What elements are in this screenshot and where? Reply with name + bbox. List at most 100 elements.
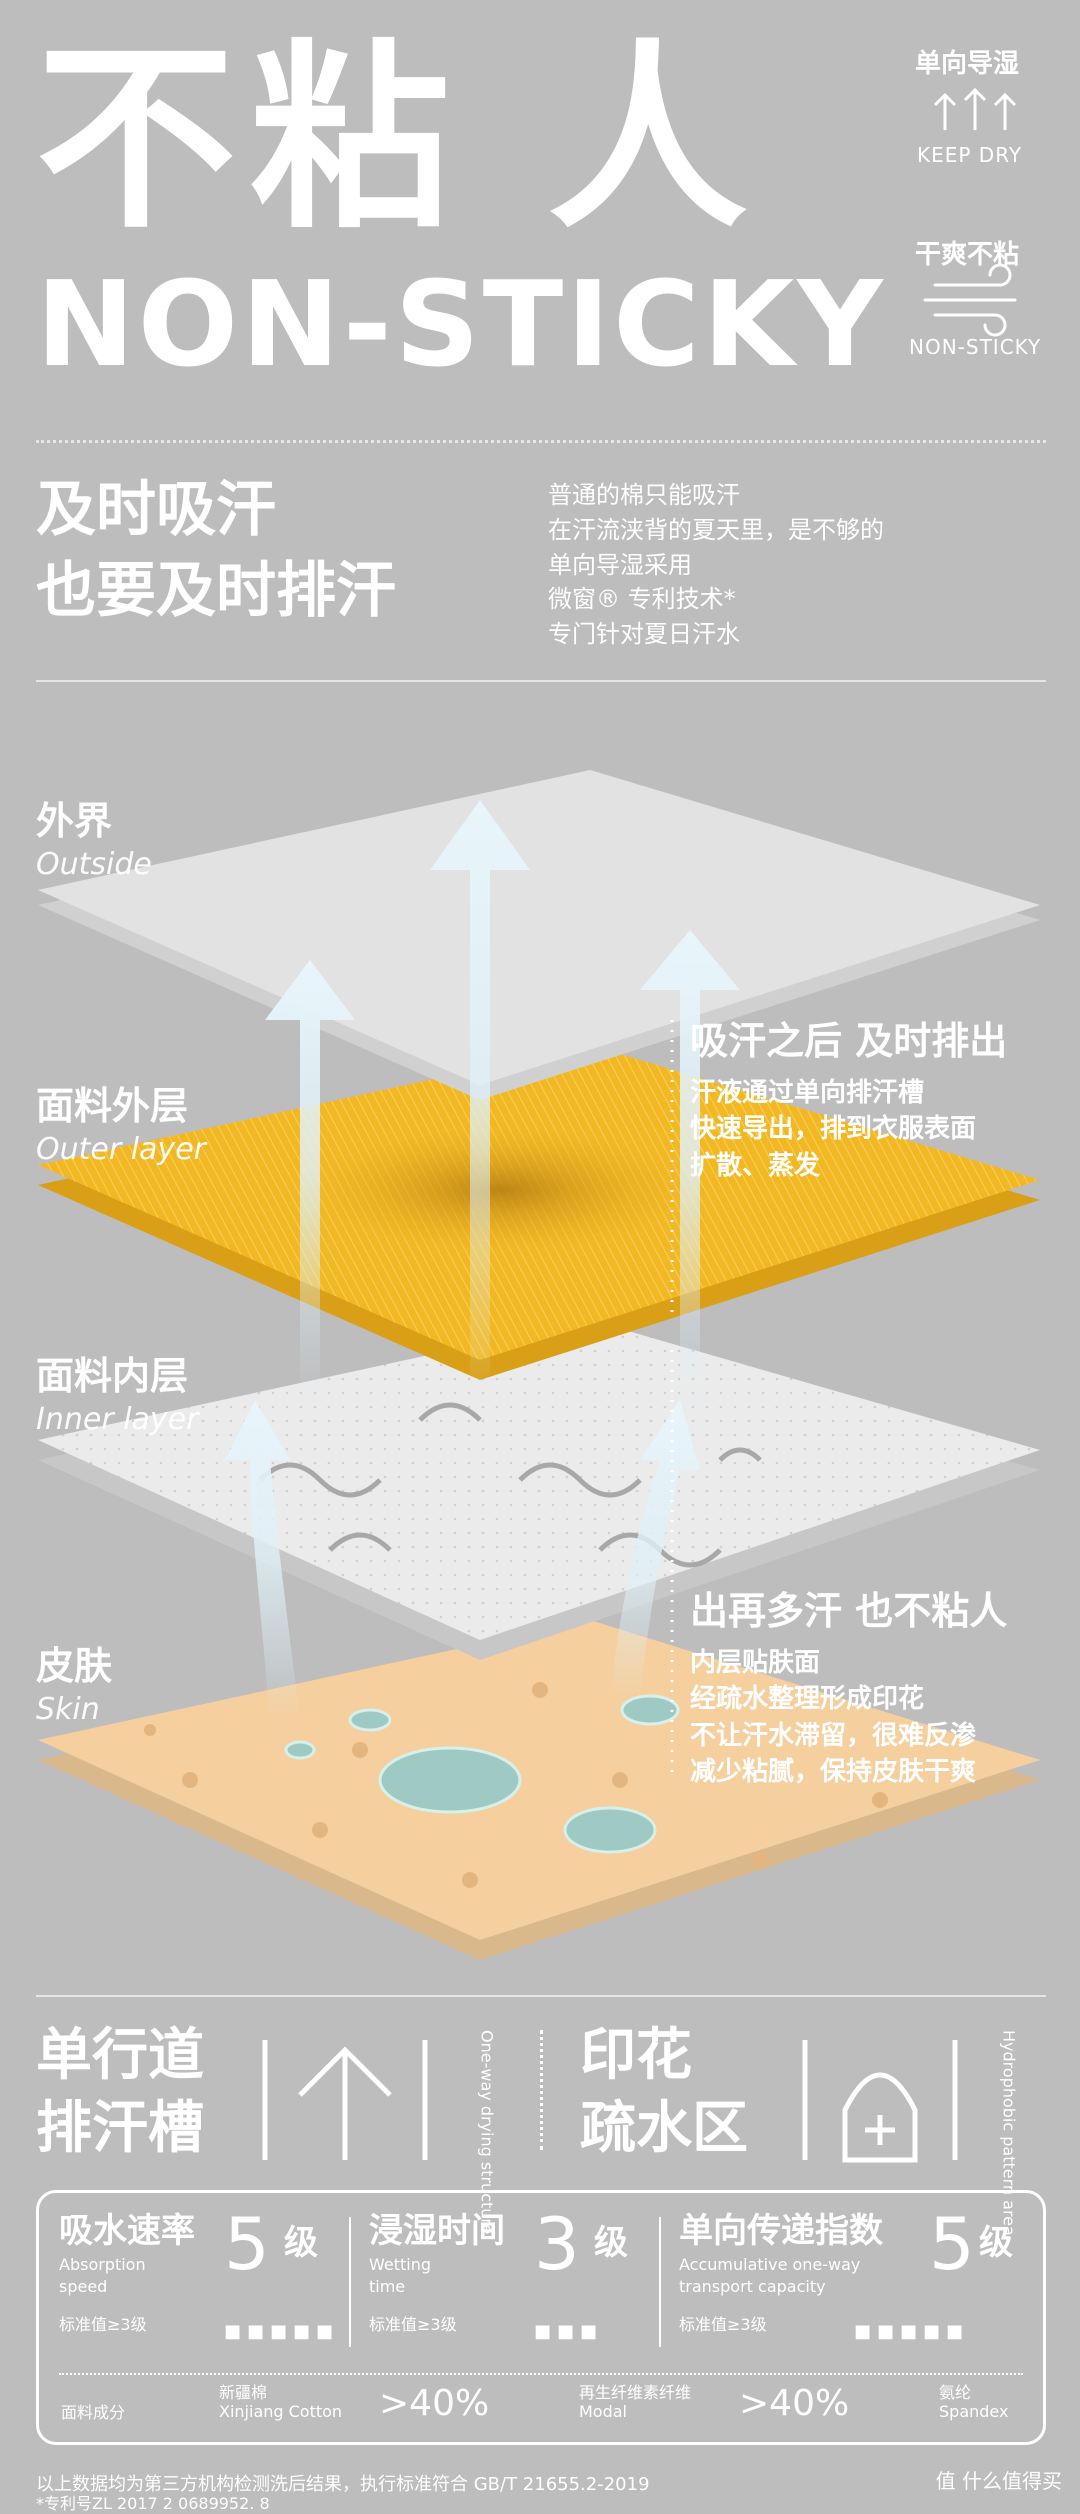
stat-unit: 级	[284, 2223, 318, 2263]
hero-title-en: NON-STICKY	[36, 255, 886, 393]
feature-en-word: One-way	[477, 2030, 497, 2101]
composition-cn: 氨纶	[939, 2383, 972, 2402]
feature-en-word: Hydrophobic	[999, 2030, 1019, 2132]
layer-label-outside: 外界 Outside	[36, 790, 152, 882]
composition-cn: 再生纤维素纤维	[579, 2383, 692, 2402]
intro-description: 普通的棉只能吸汗 在汗流浃背的夏天里，是不够的 单向导湿采用 微窗® 专利技术*…	[548, 478, 884, 652]
hydrophobic-print-icon	[802, 2040, 958, 2163]
layer-label-skin: 皮肤 Skin	[36, 1635, 112, 1727]
feature-en-word: structure	[477, 2161, 497, 2235]
feature-en-text: One-way drying structure	[477, 2030, 497, 2235]
stat-label: 浸湿时间	[369, 2211, 505, 2251]
composition-item: 再生纤维素纤维 Modal	[579, 2383, 691, 2421]
stat-unit: 级	[979, 2223, 1013, 2263]
composition-en: Spandex	[939, 2402, 1009, 2422]
note-line: 内层贴肤面	[690, 1648, 821, 1678]
composition-percent: >40%	[379, 2383, 490, 2424]
badge-label-cn: 单向导湿	[915, 49, 1020, 79]
watermark: 值 什么值得买	[935, 2469, 1062, 2493]
feature-en-word: area	[999, 2200, 1019, 2236]
stat-en: transport capacity	[679, 2277, 826, 2297]
note-nonstick: 出再多汗 也不粘人 内层贴肤面 经疏水整理形成印花 不让汗水滞留，很难反渗 减少…	[690, 1580, 1007, 1791]
rating-dots: ■■■■■	[224, 2321, 340, 2342]
stats-panel: 吸水速率 Absorption speed 标准值≥3级 5 级 ■■■■■ 浸…	[36, 2190, 1046, 2445]
badge-label-en: NON-STICKY	[909, 335, 1042, 359]
note-line: 汗液通过单向排汗槽	[690, 1078, 925, 1108]
section-rule	[36, 1995, 1046, 1997]
fabric-layers-illustration	[38, 770, 1040, 1960]
moisture-arrows	[225, 800, 740, 1720]
slogan-line-2: 也要及时排汗	[36, 556, 396, 626]
badge-label-en: KEEP DRY	[917, 143, 1023, 167]
composition-percent: >40%	[739, 2383, 850, 2424]
rating-dots: ■■■■■	[854, 2321, 970, 2342]
layer-label-cn: 外界	[36, 799, 113, 843]
section-rule	[36, 680, 1046, 682]
note-line: 减少粘腻，保持皮肤干爽	[690, 1757, 977, 1788]
layer-label-en: Outer layer	[36, 1132, 206, 1167]
layer-label-cn: 皮肤	[36, 1644, 113, 1688]
note-line: 扩散、蒸发	[690, 1150, 821, 1181]
hero-title-cn: 不粘 人	[36, 23, 762, 256]
one-way-arrows-icon	[933, 87, 1017, 130]
feature-en-word: drying	[477, 2105, 497, 2157]
feature-one-way: 单行道 排汗槽	[36, 2020, 204, 2166]
wind-icon	[923, 263, 1017, 337]
stat-en: Wetting	[369, 2255, 432, 2274]
feature-title: 疏水区	[580, 2095, 748, 2161]
feature-title: 印花	[580, 2023, 692, 2088]
section-divider	[36, 440, 1046, 443]
stat-unit: 级	[594, 2223, 628, 2263]
note-title: 出再多汗 也不粘人	[690, 1589, 1008, 1633]
note-line: 经疏水整理形成印花	[690, 1684, 925, 1715]
stat-divider	[349, 2217, 351, 2347]
slogan: 及时吸汗 也要及时排汗	[36, 470, 396, 632]
layer-label-outer: 面料外层 Outer layer	[36, 1075, 206, 1167]
stat-value: 5	[929, 2202, 975, 2286]
stat-divider	[659, 2217, 661, 2347]
non-sticky-badge: 干爽不粘 NON-STICKY	[895, 210, 1055, 370]
stat-en: Absorption	[59, 2255, 146, 2274]
stat-standard: 标准值≥3级	[59, 2314, 147, 2334]
desc-line: 微窗® 专利技术*	[548, 585, 736, 614]
stat-absorption: 吸水速率 Absorption speed 标准值≥3级 5 级 ■■■■■	[59, 2203, 359, 2342]
note-line: 快速导出，排到衣服表面	[690, 1114, 977, 1145]
desc-line: 在汗流浃背的夏天里，是不够的	[548, 515, 884, 544]
layer-label-cn: 面料外层	[36, 1084, 189, 1128]
stat-standard: 标准值≥3级	[679, 2314, 767, 2334]
rating-dots: ■■■	[534, 2321, 604, 2342]
layer-label-en: Skin	[36, 1692, 100, 1727]
composition-cn: 新疆棉	[219, 2383, 268, 2402]
desc-line: 普通的棉只能吸汗	[548, 481, 740, 509]
feature-title: 单行道	[36, 2023, 204, 2088]
layer-label-en: Inner layer	[36, 1402, 199, 1437]
layer-label-cn: 面料内层	[36, 1354, 189, 1398]
slogan-line-1: 及时吸汗	[36, 475, 276, 545]
composition-en: Modal	[579, 2402, 627, 2422]
stat-wetting: 浸湿时间 Wetting time 标准值≥3级 3 级 ■■■	[369, 2203, 669, 2342]
footer-patent: *专利号ZL 2017 2 0689952. 8	[36, 2494, 270, 2513]
stat-en: time	[369, 2277, 406, 2297]
stat-label: 吸水速率	[59, 2211, 195, 2251]
stat-transport: 单向传递指数 Accumulative one-way transport ca…	[679, 2202, 1029, 2342]
up-arrow-icon	[262, 2040, 428, 2160]
feature-en-word: pattern	[999, 2136, 1019, 2196]
feature-en-text: Hydrophobic pattern area	[999, 2030, 1019, 2236]
stat-standard: 标准值≥3级	[369, 2314, 457, 2334]
desc-line: 专门针对夏日汗水	[548, 620, 740, 649]
stat-label: 单向传递指数	[679, 2211, 883, 2251]
feature-title: 排汗槽	[36, 2095, 204, 2161]
keep-dry-badge: 单向导湿 KEEP DRY	[895, 25, 1055, 185]
note-line: 不让汗水滞留，很难反渗	[690, 1720, 977, 1751]
composition-en: Xinjiang Cotton	[219, 2402, 343, 2422]
outer-layer	[38, 1045, 1040, 1380]
layer-label-inner: 面料内层 Inner layer	[36, 1345, 198, 1437]
note-title: 吸汗之后 及时排出	[690, 1019, 1008, 1063]
stats-divider	[59, 2373, 1023, 2375]
layer-label-en: Outside	[36, 847, 152, 882]
composition-label: 面料成分	[61, 2403, 126, 2422]
feature-divider	[540, 2030, 543, 2150]
desc-line: 单向导湿采用	[548, 550, 692, 579]
footer-disclaimer: 以上数据均为第三方机构检测洗后结果，执行标准符合 GB/T 21655.2-20…	[36, 2474, 650, 2495]
stat-en: speed	[59, 2277, 108, 2297]
